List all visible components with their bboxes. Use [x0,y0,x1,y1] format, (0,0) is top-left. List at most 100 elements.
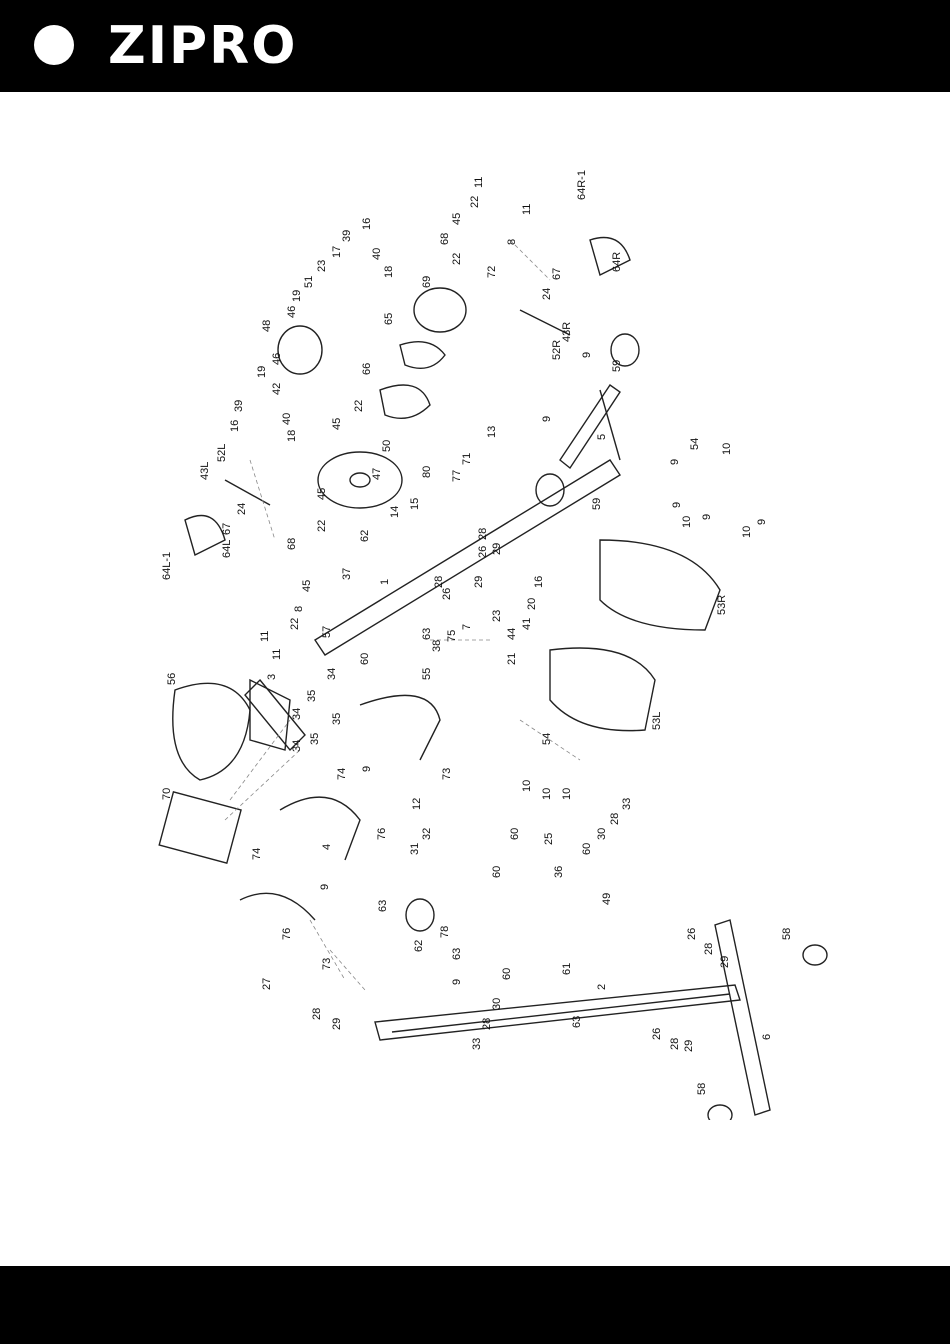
part-label: 33 [621,798,633,810]
part-label: 42 [271,383,283,395]
part-label: 28 [433,576,445,588]
part-label: 68 [439,233,451,245]
part-label: 63 [451,948,463,960]
part-label: 45 [331,418,343,430]
part-label: 28 [669,1038,681,1050]
part-label: 24 [541,288,553,300]
part-label: 29 [491,543,503,555]
part-label: 40 [371,248,383,260]
part-label: 9 [541,416,553,422]
part-label: 29 [719,956,731,968]
part-label: 9 [319,884,331,890]
part-label: 52R [551,340,563,360]
part-label: 18 [286,430,298,442]
footer-bar [0,1266,950,1344]
header-bar: ZIPRO [0,0,950,92]
part-label: 28 [311,1008,323,1020]
part-label: 45 [316,488,328,500]
part-label: 16 [533,576,545,588]
part-label: 73 [441,768,453,780]
part-label: 2 [596,984,608,990]
part-label: 9 [756,519,768,525]
part-label: 35 [309,733,321,745]
part-label: 22 [316,520,328,532]
part-label: 53L [651,712,663,730]
part-label: 49 [601,893,613,905]
part-label: 34 [291,740,303,752]
part-label: 65 [383,313,395,325]
side-cover-53l [549,647,656,732]
part-label: 61 [561,963,573,975]
part-label: 19 [291,290,303,302]
rear-stabilizer [714,919,771,1116]
part-label: 9 [451,979,463,985]
part-label: 46 [286,306,298,318]
part-label: 54 [689,438,701,450]
part-label: 57 [321,626,333,638]
part-label: 5 [596,434,608,440]
part-label: 48 [261,320,273,332]
part-label: 6 [761,1034,773,1040]
part-label: 11 [259,631,271,642]
part-label: 64L [221,540,233,558]
crank-43r [519,309,571,336]
part-label: 22 [353,400,365,412]
part-label: 77 [451,470,463,482]
part-label: 51 [303,276,315,288]
part-label: 75 [446,630,458,642]
part-label: 28 [481,1018,493,1030]
part-label: 43R [561,322,573,342]
part-label: 60 [359,653,371,665]
part-label: 70 [161,788,173,800]
part-label: 64R-1 [576,170,588,200]
part-label: 19 [256,366,268,378]
part-label: 73 [321,958,333,970]
pedal-64r [589,236,631,277]
part-label: 78 [439,926,451,938]
pedal-64l [184,514,226,557]
part-label: 38 [431,640,443,652]
part-label: 44 [506,628,518,640]
part-label: 62 [359,530,371,542]
part-label: 46 [271,353,283,365]
part-label: 67 [221,523,233,535]
part-label: 27 [261,978,273,990]
part-label: 28 [703,943,715,955]
part-label: 45 [451,213,463,225]
part-label: 28 [609,813,621,825]
part-label: 35 [331,713,343,725]
flywheel-hub [349,472,371,488]
part-label: 17 [331,246,343,258]
part-label: 9 [581,352,593,358]
part-label: 56 [166,673,178,685]
part-label: 45 [301,580,313,592]
part-label: 55 [421,668,433,680]
part-label: 22 [289,618,301,630]
part-label: 58 [781,928,793,940]
part-label: 24 [236,503,248,515]
part-label: 63 [377,900,389,912]
side-cover-53r [599,539,721,631]
part-label: 60 [581,843,593,855]
part-label: 14 [389,506,401,518]
part-label: 60 [491,866,503,878]
brand-logo: ZIPRO [108,16,298,76]
leader-lines [224,239,581,991]
part-label: 4 [321,844,333,850]
part-label: 23 [491,610,503,622]
part-label: 9 [671,502,683,508]
part-label: 37 [341,568,353,580]
part-label: 26 [477,546,489,558]
part-label: 53R [716,595,728,615]
part-label: 30 [491,998,503,1010]
part-label: 10 [541,788,553,800]
part-label: 10 [741,526,753,538]
seat-post-upper [599,389,621,461]
part-label: 25 [543,833,555,845]
part-label: 54 [541,733,553,745]
part-label: 26 [686,928,698,940]
part-label: 74 [336,768,348,780]
part-label: 62 [413,940,425,952]
